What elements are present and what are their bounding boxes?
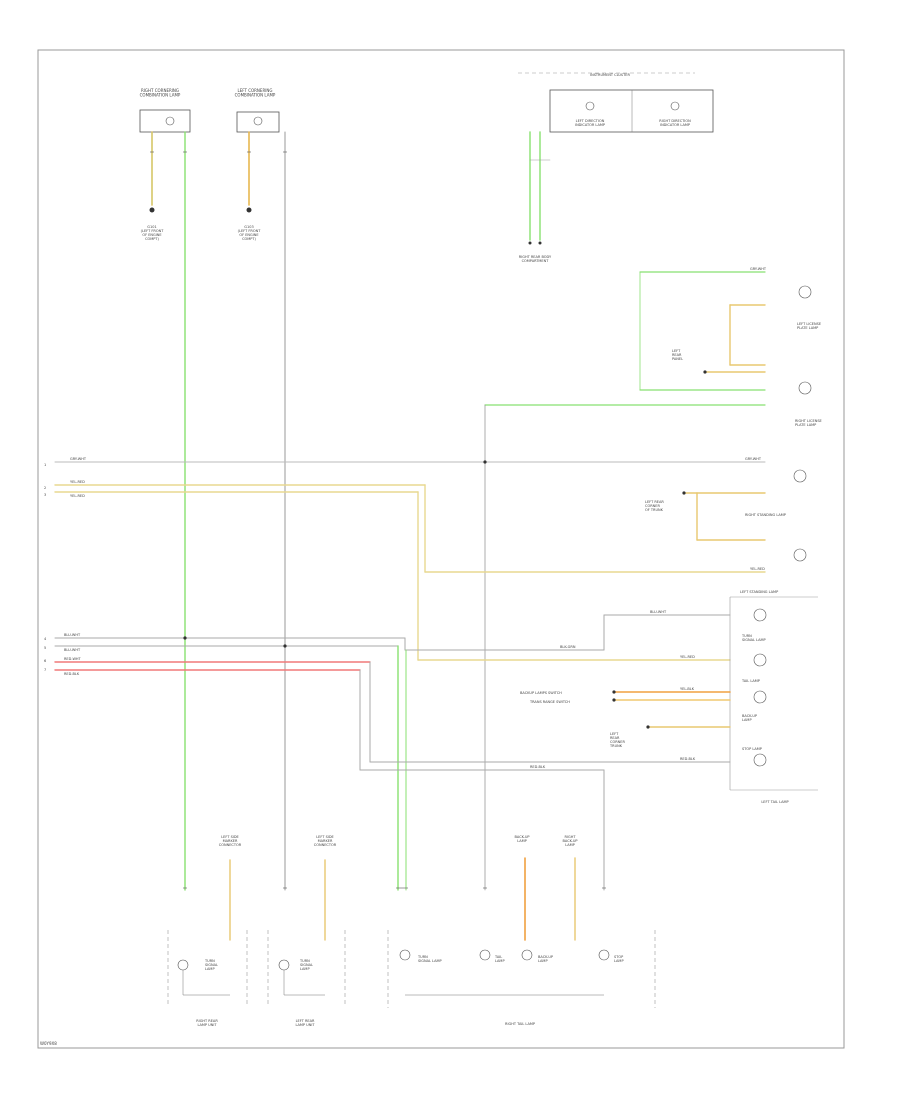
wire-label-13: RED-BLK [64, 672, 80, 676]
wire-label-6: YEL-RED [750, 567, 765, 571]
wire-label-9: BLK-GRN [560, 645, 576, 649]
wire-label-3: GRY-WHT [745, 457, 762, 461]
license-lamp-2-icon [798, 381, 812, 395]
wire-label-5: YEL-RED [70, 494, 85, 498]
wire-label-1: GRY-WHT [750, 267, 767, 271]
pin-4: 4 [44, 637, 47, 641]
wire-label-15: RED-BLK [680, 757, 696, 761]
wire-label-16: YEL-BLK [680, 687, 695, 691]
left-stop-label: LEFT STANDING LAMP [740, 590, 778, 594]
pin-6: 6 [44, 659, 46, 663]
pin-3: 3 [44, 493, 46, 497]
wire-label-2: GRY-WHT [70, 457, 87, 461]
wire-label-11: YEL-RED [680, 655, 695, 659]
wire-label-7: BLU-WHT [64, 633, 81, 637]
diagram-frame [37, 49, 845, 1049]
wire-label-12: RED-WHT [64, 657, 82, 661]
trans-range-label: TRANS RANGE SWITCH [529, 700, 570, 704]
ground-a-icon [149, 207, 155, 213]
footer-code: W0Y9X8 [40, 1041, 57, 1046]
stop-lamp-label: STOP LAMP [742, 747, 762, 751]
right-tail-label: RIGHT TAIL LAMP [505, 1022, 535, 1026]
ground-b-icon [246, 207, 252, 213]
license-lamp-1-icon [798, 285, 812, 299]
wire-label-14: RED-BLK [530, 765, 546, 769]
instrument-cluster-label: INSTRUMENT CLUSTER [590, 73, 630, 77]
stop-lamp-2-icon [793, 548, 807, 562]
left-tail-label: LEFT TAIL LAMP [761, 800, 788, 804]
tail-lamp-label: TAIL LAMP [741, 679, 760, 683]
pin-1: 1 [44, 463, 46, 467]
right-stop-label: RIGHT STANDING LAMP [745, 513, 786, 517]
backup-switch-label: BACKUP LAMPS SWITCH [520, 691, 562, 695]
stop-lamp-1-icon [793, 469, 807, 483]
pin-5: 5 [44, 646, 46, 650]
pin-7: 7 [44, 668, 46, 672]
wire-label-10: BLU-WHT [650, 610, 667, 614]
pin-2: 2 [44, 486, 46, 490]
wire-label-4: YEL-RED [70, 480, 85, 484]
wire-label-8: BLU-WHT [64, 648, 81, 652]
